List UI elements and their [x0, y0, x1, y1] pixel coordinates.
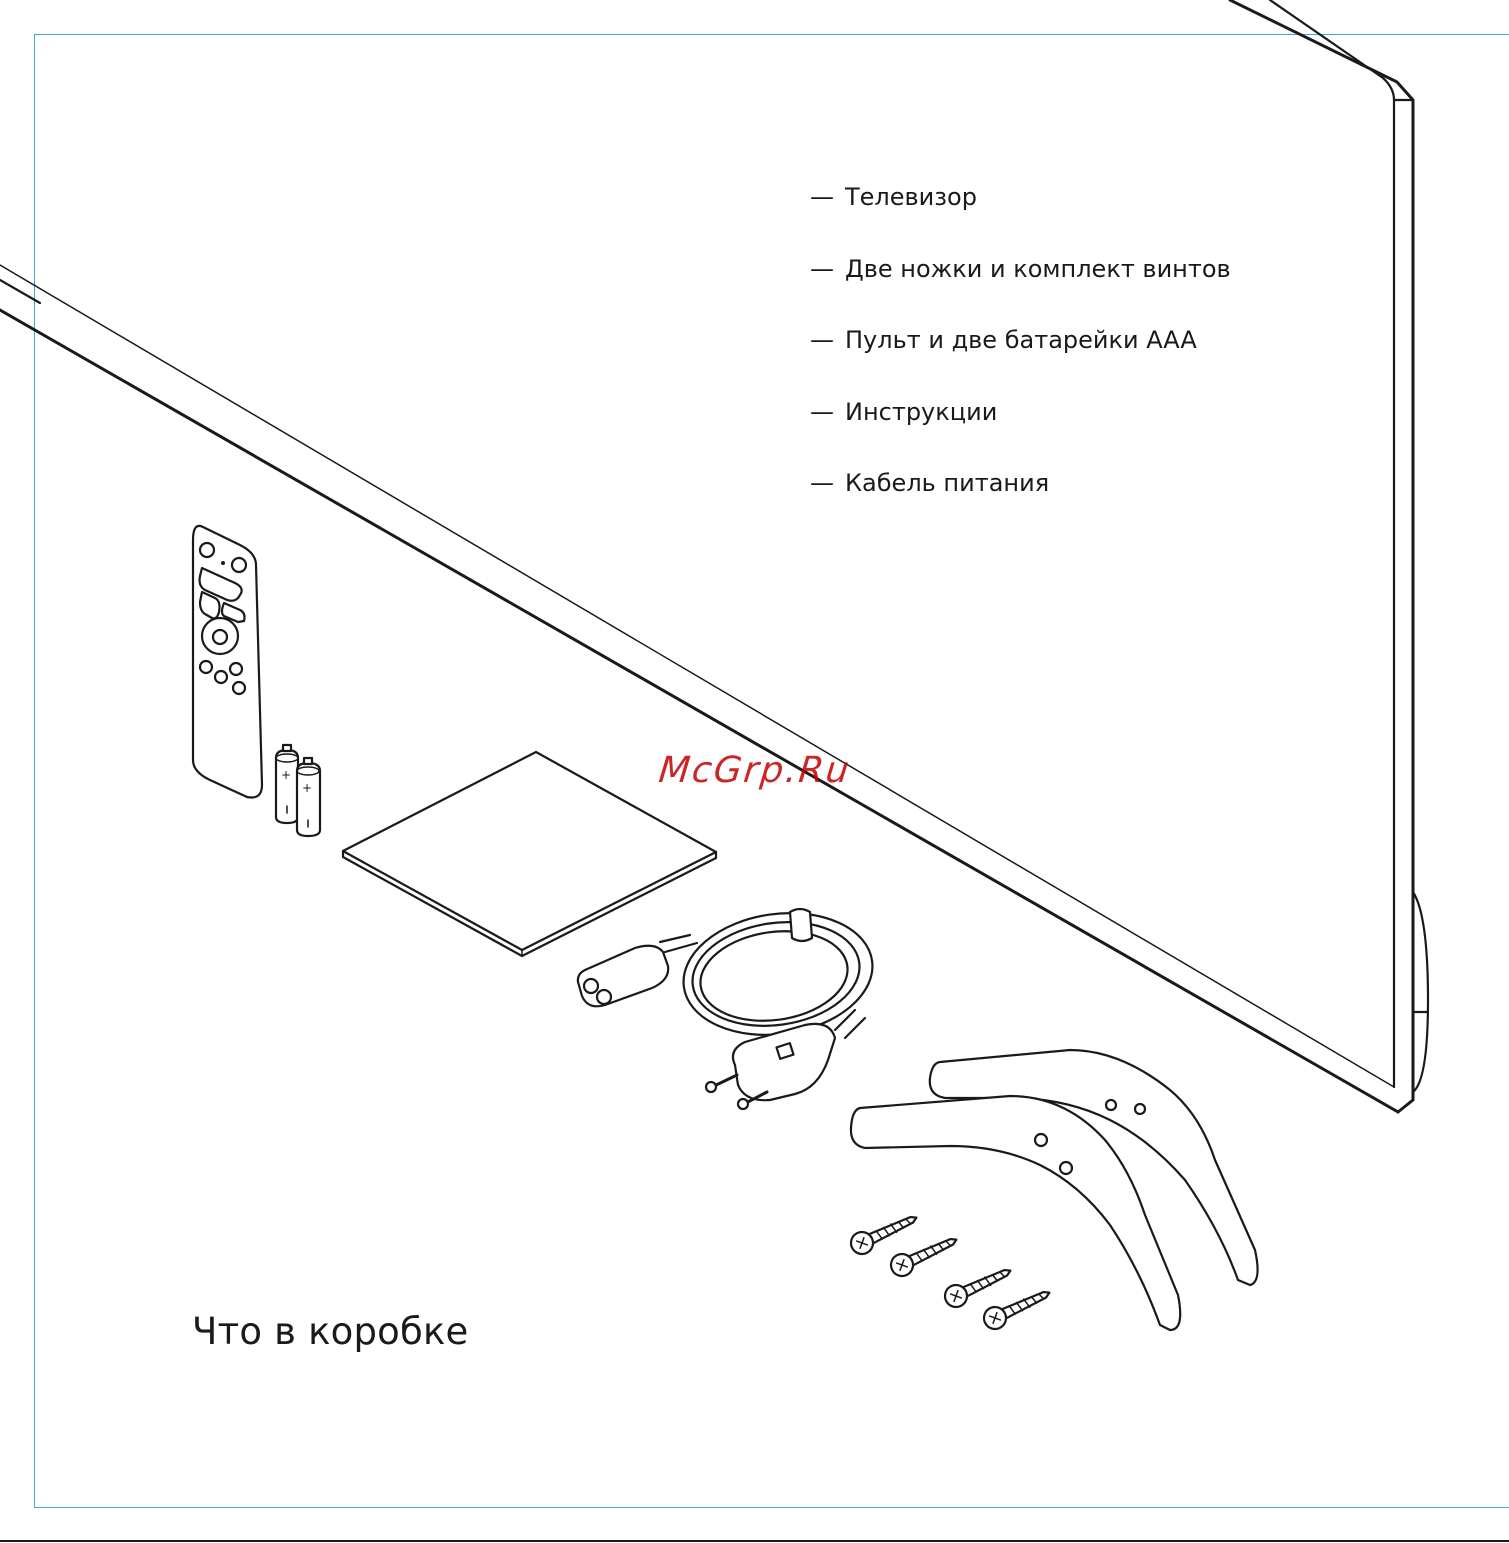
batteries-icon: + +	[276, 745, 320, 836]
list-item: — Пульт и две батарейки AAA	[810, 321, 1231, 393]
svg-text:+: +	[281, 768, 291, 782]
list-dash: —	[810, 393, 845, 431]
list-dash: —	[810, 464, 845, 502]
bottom-divider	[0, 1540, 1509, 1542]
stand-feet-icon	[851, 1050, 1258, 1330]
list-item: — Две ножки и комплект винтов	[810, 250, 1231, 322]
page-title: Что в коробке	[192, 1310, 469, 1353]
list-item-label: Пульт и две батарейки AAA	[845, 321, 1197, 359]
svg-text:+: +	[302, 781, 312, 795]
list-item-label: Телевизор	[845, 178, 977, 216]
list-dash: —	[810, 250, 845, 288]
list-item: — Инструкции	[810, 393, 1231, 465]
list-item: — Телевизор	[810, 178, 1231, 250]
remote-icon	[193, 526, 262, 798]
watermark: McGrp.Ru	[657, 750, 853, 791]
list-item-label: Две ножки и комплект винтов	[845, 250, 1231, 288]
list-dash: —	[810, 178, 845, 216]
list-item-label: Кабель питания	[845, 464, 1049, 502]
screws-icon	[847, 1208, 1054, 1333]
list-item-label: Инструкции	[845, 393, 997, 431]
list-dash: —	[810, 321, 845, 359]
contents-list: — Телевизор — Две ножки и комплект винто…	[810, 178, 1231, 536]
power-cable-icon	[578, 901, 881, 1109]
list-item: — Кабель питания	[810, 464, 1231, 536]
